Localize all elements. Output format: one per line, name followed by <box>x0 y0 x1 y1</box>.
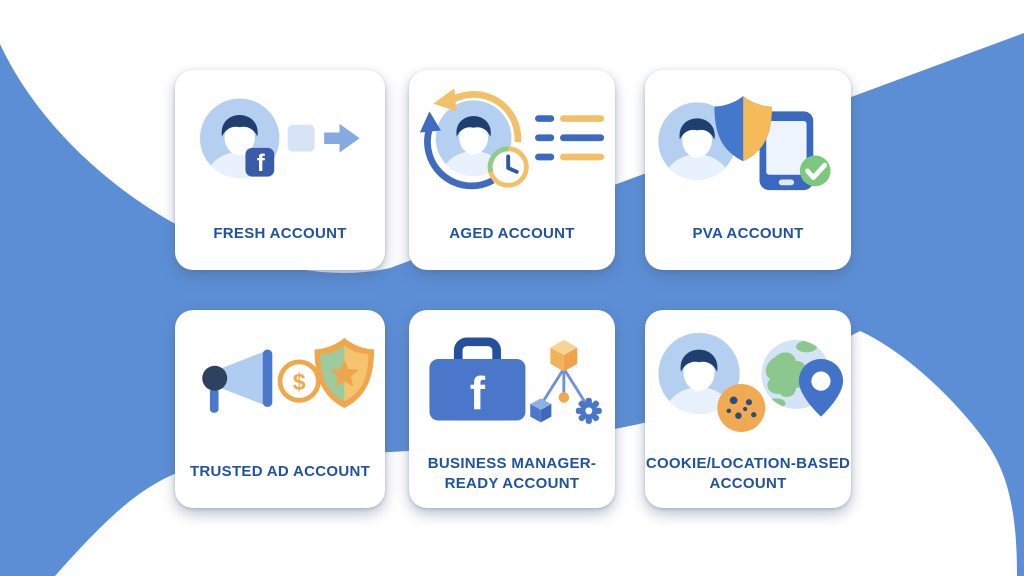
megaphone-icon <box>202 349 273 413</box>
history-list-icon <box>535 115 605 161</box>
trusted-ad-account-icon: $ <box>202 337 375 413</box>
card-label: COOKIE/LOCATION-BASED ACCOUNT <box>645 455 851 492</box>
network-icon <box>530 339 602 424</box>
card-cookie-location-based-account: COOKIE/LOCATION-BASED ACCOUNT <box>645 310 851 508</box>
smartphone-icon <box>759 111 814 191</box>
blue-cube-icon <box>530 398 552 423</box>
card-label: AGED ACCOUNT <box>449 225 575 242</box>
business-manager-icon: f <box>429 337 602 424</box>
star-shield-icon <box>314 337 375 408</box>
facebook-briefcase-icon: f <box>429 337 526 421</box>
card-aged-account: AGED ACCOUNT <box>409 70 615 270</box>
card-label: FRESH ACCOUNT <box>213 225 347 242</box>
refresh-arrows-icon <box>419 88 522 190</box>
orange-cube-icon <box>550 339 578 372</box>
placeholder-square-icon <box>287 124 315 152</box>
card-trusted-ad-account: $ TRUSTED AD ACCOUNT <box>175 310 385 508</box>
location-pin-icon <box>798 359 844 417</box>
card-business-manager-ready-account: f <box>409 310 615 508</box>
svg-text:f: f <box>470 367 486 419</box>
cookie-icon <box>717 384 766 432</box>
verified-check-icon <box>799 155 831 187</box>
facebook-badge-icon: f <box>245 147 275 177</box>
aged-account-icon <box>419 88 605 190</box>
right-arrow-icon <box>324 123 360 153</box>
gear-icon <box>575 397 602 424</box>
card-label: TRUSTED AD ACCOUNT <box>189 463 371 480</box>
card-label: BUSINESS MANAGER- READY ACCOUNT <box>427 455 597 492</box>
card-label: PVA ACCOUNT <box>692 225 804 242</box>
cookie-location-icon <box>652 326 844 432</box>
clock-icon <box>487 146 529 188</box>
fresh-account-icon: f <box>184 86 360 202</box>
svg-text:f: f <box>257 150 266 177</box>
shield-icon <box>714 96 772 162</box>
pva-account-icon <box>652 96 831 191</box>
card-fresh-account: f FRESH ACCOUNT <box>175 70 385 270</box>
card-pva-account: PVA ACCOUNT <box>645 70 851 270</box>
svg-text:$: $ <box>293 369 306 395</box>
dollar-coin-icon: $ <box>277 359 321 403</box>
node-dot-icon <box>558 392 570 403</box>
